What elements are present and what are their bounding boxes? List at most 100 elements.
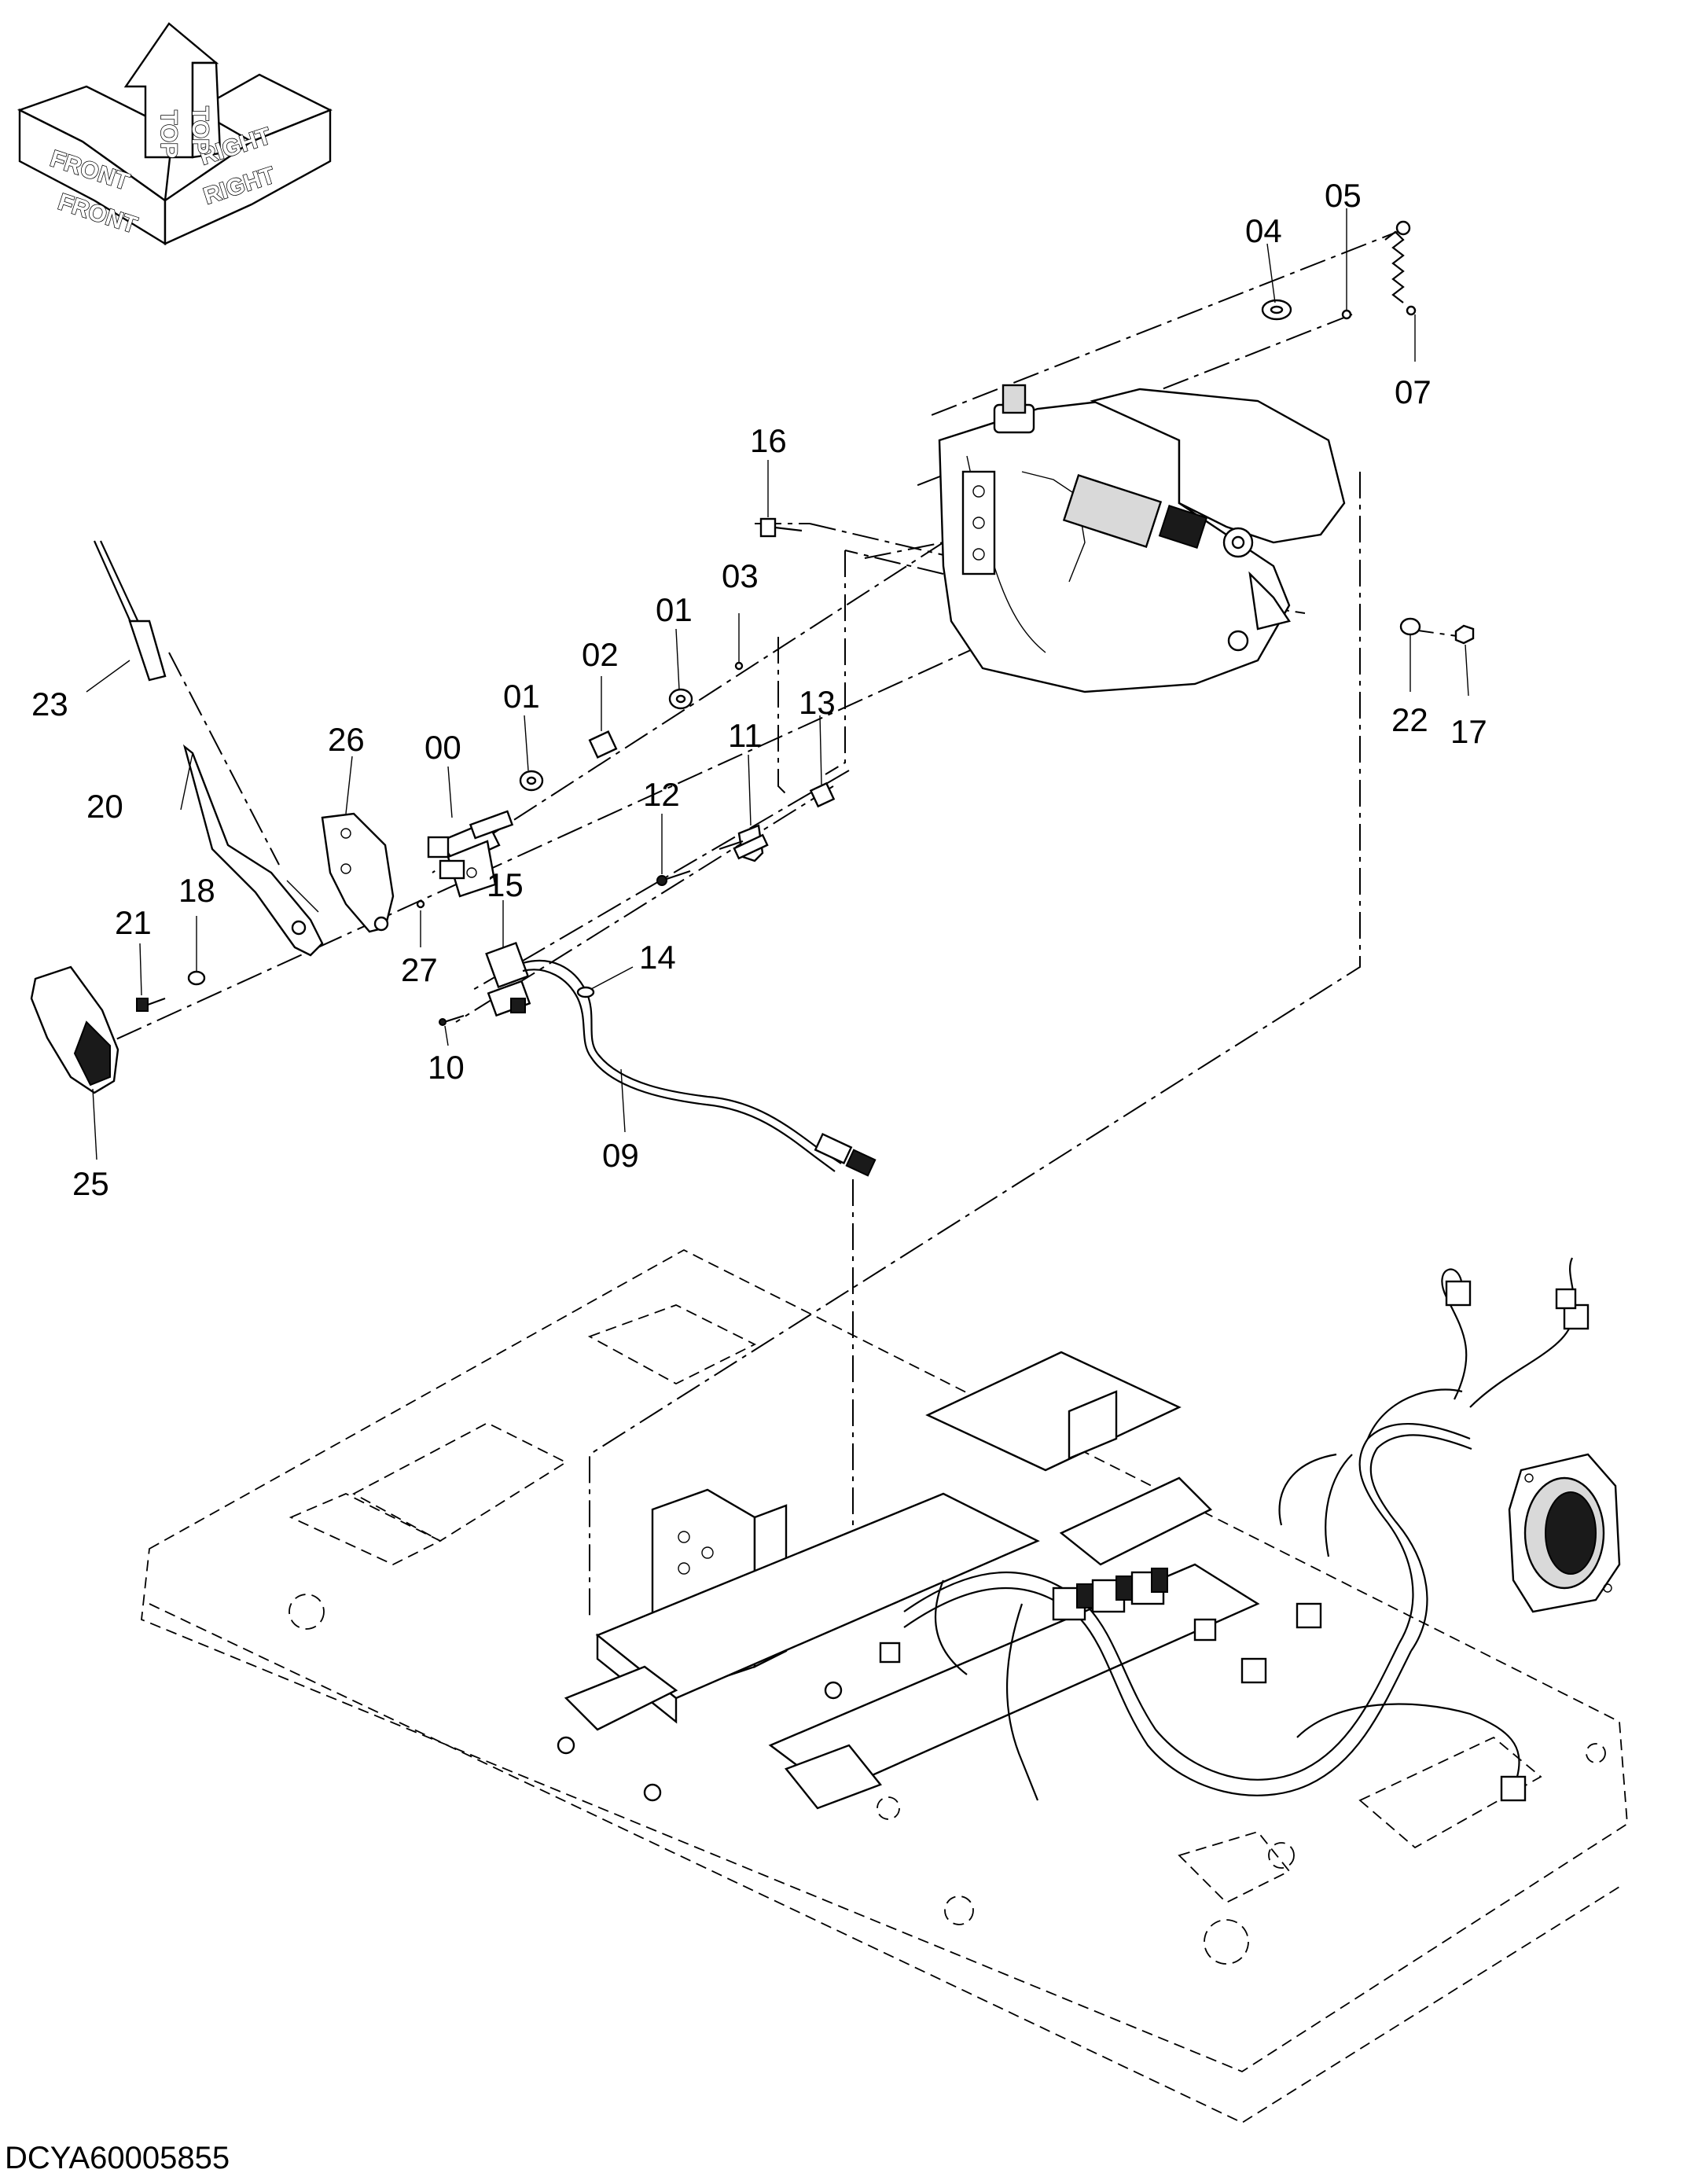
connector-b	[845, 1149, 877, 1177]
relay-3	[1151, 1568, 1168, 1593]
lever-20-shape	[182, 744, 324, 957]
harness-trunk-b	[903, 1587, 1412, 1796]
leader-21	[139, 943, 142, 996]
leader-26	[345, 756, 353, 814]
axis-spring	[927, 227, 1408, 417]
floor-hole-4	[944, 1895, 974, 1925]
console-mount-plate	[961, 470, 996, 575]
label-21: 21	[115, 904, 152, 941]
rod-23-handle	[128, 620, 167, 682]
harness-trunk-a	[903, 1572, 1400, 1781]
label-23: 23	[31, 686, 68, 722]
speaker-screw-2	[1603, 1583, 1612, 1593]
screw-12	[656, 870, 691, 886]
label-12: 12	[643, 776, 680, 813]
label-18: 18	[178, 872, 215, 909]
spring-hook-top	[1395, 220, 1411, 236]
label-14: 14	[639, 939, 676, 976]
label-00: 00	[424, 729, 461, 766]
bolt-21-head	[136, 998, 149, 1012]
label-27: 27	[401, 951, 438, 988]
harness-09-cable-a	[522, 959, 842, 1164]
fuse-box-top	[1059, 1476, 1213, 1566]
post-hole-2	[678, 1562, 690, 1575]
leader-11	[748, 754, 752, 826]
bracket-11-pin	[719, 840, 744, 851]
floor-hole-2	[1204, 1919, 1249, 1965]
harness-branch-up-b	[1369, 1434, 1472, 1652]
console-slot	[1062, 473, 1163, 549]
armrest-pad-shape	[1090, 388, 1346, 544]
label-11: 11	[728, 717, 763, 754]
screw-12-head	[656, 875, 667, 886]
label-07: 07	[1395, 373, 1432, 410]
harness-connector-5	[1296, 1602, 1322, 1629]
speaker	[1508, 1453, 1621, 1613]
console-switch	[1158, 504, 1208, 550]
leader-17	[1465, 644, 1469, 697]
mount-hole-1	[972, 485, 985, 498]
harness-connector-6	[1052, 1587, 1086, 1621]
washer-18-shape	[187, 970, 206, 986]
harness-connector-4	[1240, 1657, 1267, 1684]
post-hole-3	[701, 1546, 714, 1559]
spring-07-shape	[1384, 230, 1405, 303]
cam-hole-2	[340, 863, 351, 874]
floor-hole-5	[1586, 1743, 1606, 1763]
axis-grip	[101, 644, 983, 1046]
floor-bracket-mid	[785, 1744, 882, 1810]
bracket-00-knob-left	[427, 836, 450, 859]
console-bolt-lower	[1227, 630, 1249, 652]
lever-20	[182, 744, 324, 957]
rod-23-top-b	[100, 540, 142, 630]
screw-10-head	[439, 1018, 447, 1026]
cam-plate-26	[321, 812, 425, 933]
pin-13-shape	[809, 781, 836, 808]
label-03: 03	[722, 557, 759, 594]
speaker-screw-1	[1524, 1473, 1534, 1483]
console-bracket-lower	[1248, 571, 1291, 631]
leader-04	[1266, 243, 1276, 303]
bracket-00-shaft	[469, 810, 514, 840]
floor-plate-outline	[141, 1248, 1628, 2073]
floor-bolt-1	[557, 1736, 575, 1755]
harness-branch-up	[1358, 1422, 1471, 1644]
floor-hole-1	[289, 1594, 325, 1630]
label-13: 13	[799, 684, 836, 721]
label-20: 20	[86, 788, 123, 825]
leader-14	[590, 966, 634, 990]
harness-connector-10	[879, 1642, 901, 1664]
spring-hook-bottom	[1406, 305, 1417, 316]
leader-23	[86, 660, 130, 693]
label-01-lower: 01	[503, 678, 540, 715]
label-01-upper: 01	[656, 591, 693, 628]
label-02: 02	[582, 636, 619, 673]
relay-1	[1076, 1583, 1093, 1609]
screw-10-shank	[443, 1014, 465, 1024]
harness-drop-2	[1278, 1453, 1337, 1526]
lever-20-hole	[291, 920, 307, 936]
axis-lever	[168, 652, 280, 866]
harness-lead-right	[1296, 1703, 1520, 1778]
bolt-16-shank	[774, 526, 803, 532]
switch-15-terminal	[510, 998, 526, 1013]
floor-bolt-3	[824, 1681, 843, 1700]
rod-23-top	[93, 540, 135, 630]
harness-lead-left	[934, 1579, 968, 1675]
pin-05-shape	[1341, 309, 1352, 320]
fastener-18-21	[136, 970, 206, 1012]
label-25: 25	[72, 1165, 109, 1202]
pin-assembly	[519, 661, 836, 808]
label-05: 05	[1325, 177, 1362, 214]
seat-frame	[557, 1351, 1260, 1810]
floor-hole-3	[1268, 1842, 1295, 1869]
switch-15	[439, 941, 531, 1026]
fastener-nut-washer	[1399, 617, 1475, 645]
bracket-11-plate	[733, 833, 769, 860]
leader-lines	[86, 208, 1469, 1160]
axis-screw-12	[471, 770, 850, 991]
part-labels: 04 05 07 16 03 01 02 01 00 26 11 13 12 1…	[31, 177, 1487, 1202]
orientation-indicator: FRONT FRONT RIGHT RIGHT TOP TOP	[17, 22, 333, 246]
harness-connector-9	[1193, 1618, 1217, 1642]
